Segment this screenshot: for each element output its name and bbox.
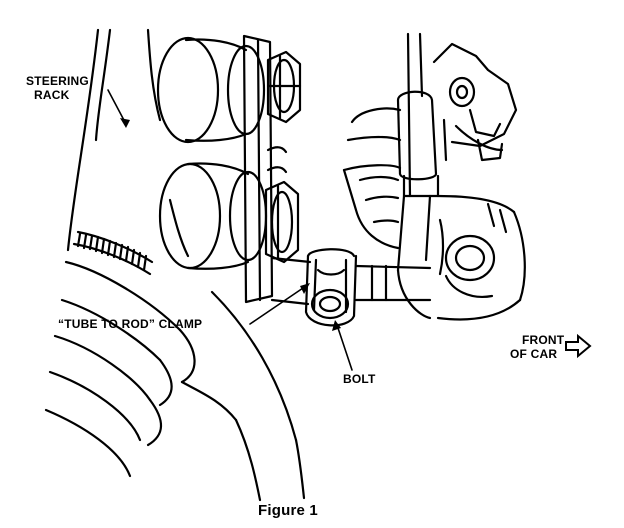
rack-bellows-boot xyxy=(44,260,262,502)
front-label-line2: OF CAR xyxy=(510,347,558,361)
steering-label-line1: STEERING xyxy=(26,74,89,88)
arrow-right-icon xyxy=(565,333,592,359)
front-label-line1: FRONT xyxy=(522,333,565,347)
lower-knuckle-body xyxy=(436,194,526,321)
leader-lines xyxy=(107,89,353,371)
bolt-arrowhead xyxy=(332,320,341,331)
hose-clamp-band xyxy=(72,230,154,276)
tie-rod xyxy=(354,264,432,302)
steering-rack-arrowhead xyxy=(120,118,130,128)
brake-caliper-housing xyxy=(342,107,402,250)
steering-label-line2: RACK xyxy=(34,88,70,102)
tube-to-rod-clamp xyxy=(304,248,358,327)
lower-mount-bushing xyxy=(158,162,268,270)
clamp-label: “TUBE TO ROD” CLAMP xyxy=(58,317,203,331)
figure-caption: Figure 1 xyxy=(258,502,318,519)
steering-knuckle xyxy=(396,32,440,320)
upper-mount-bushing xyxy=(156,36,266,144)
steering-rack-tube xyxy=(66,28,162,252)
inner-panel-curve xyxy=(168,198,306,500)
steering-rack-label: STEERING RACK xyxy=(26,74,89,102)
front-of-car-label: FRONT OF CAR xyxy=(510,333,564,361)
adjuster-tube xyxy=(270,256,312,306)
clamp-arrowhead xyxy=(300,283,310,294)
upper-bolt-head xyxy=(266,50,302,124)
bolt-label: BOLT xyxy=(343,372,376,386)
mounting-plate xyxy=(242,34,274,304)
lower-bolt-head xyxy=(264,146,300,264)
upper-ball-joint xyxy=(432,42,518,162)
